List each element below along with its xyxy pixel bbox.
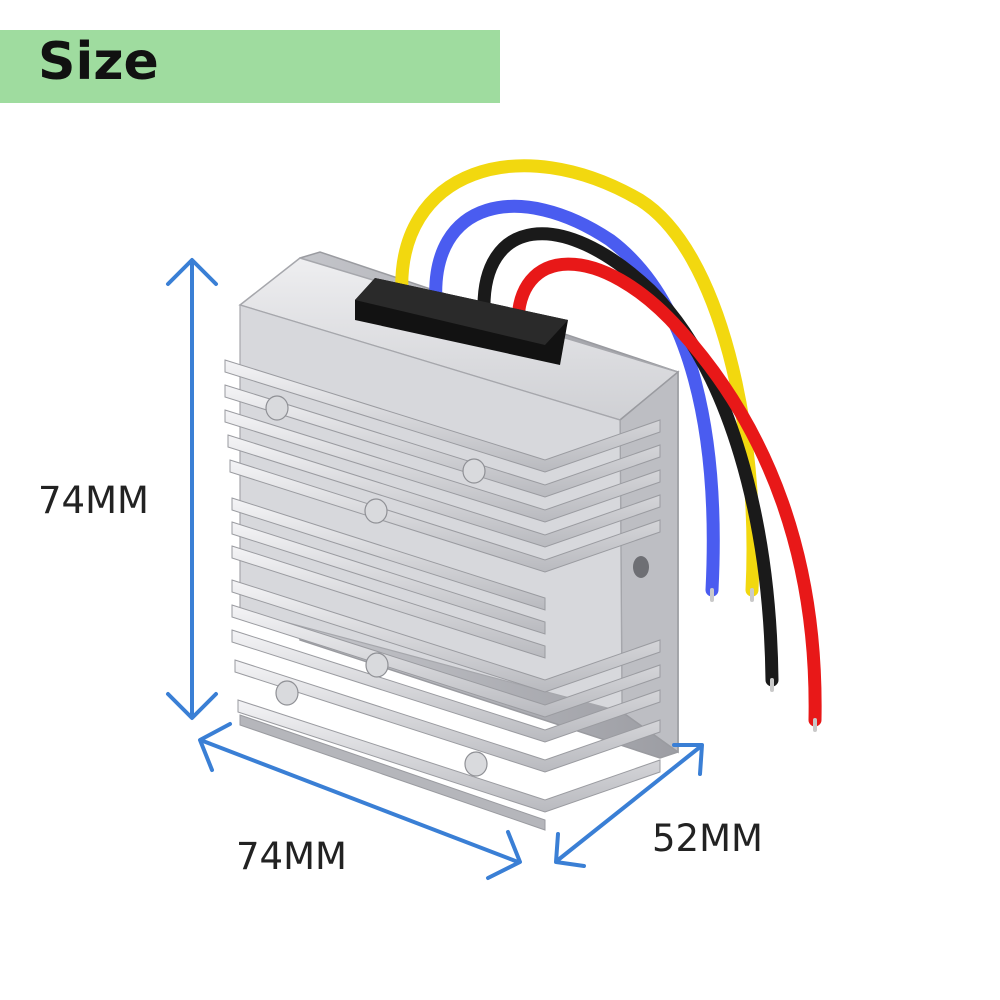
screw-icon bbox=[275, 680, 299, 706]
wires bbox=[395, 159, 822, 732]
yellow-wire bbox=[395, 159, 760, 597]
width-dimension-label: 74MM bbox=[236, 835, 347, 878]
size-banner bbox=[0, 30, 500, 103]
mounting-hole-icon bbox=[633, 556, 649, 578]
red-wire bbox=[511, 257, 822, 727]
dimension-arrows bbox=[166, 258, 704, 880]
black-wire bbox=[477, 227, 779, 687]
blue-wire bbox=[429, 199, 720, 597]
depth-arrow bbox=[554, 743, 704, 868]
screw-icon bbox=[462, 458, 486, 484]
heatsink-fins bbox=[224, 359, 661, 831]
screw-icon bbox=[464, 751, 488, 777]
screw-icon bbox=[364, 498, 388, 524]
width-arrow bbox=[198, 722, 522, 880]
height-arrow bbox=[166, 258, 218, 720]
screw-icon bbox=[365, 652, 389, 678]
depth-dimension-label: 52MM bbox=[652, 817, 763, 860]
screw-icon bbox=[265, 395, 289, 421]
screws bbox=[265, 395, 488, 777]
height-dimension-label: 74MM bbox=[38, 479, 149, 522]
size-title: Size bbox=[38, 32, 159, 92]
